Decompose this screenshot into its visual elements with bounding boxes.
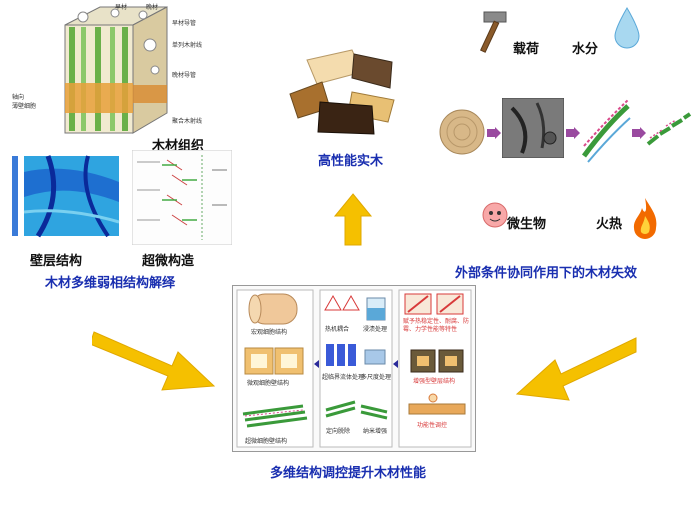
arrow-down-left	[513, 328, 638, 403]
label-axial-parenchyma: 轴向 薄壁细胞	[12, 94, 37, 110]
water-drop-icon	[612, 6, 642, 50]
fire-icon	[630, 196, 660, 240]
properties-label: 赋予热稳定性、耐腐、防霉、力学性能等特性	[403, 318, 470, 333]
hammer-icon	[479, 8, 520, 56]
thermo-coupling-label: 热机耦合	[325, 326, 350, 333]
product-caption: 高性能实木	[318, 154, 384, 169]
arrow-right-icon	[487, 124, 501, 139]
regulation-panel: 宏观细胞结构 微观细胞壁结构 超微细胞壁结构 热机耦合 浸渍处理 超临界流体处理…	[232, 285, 476, 452]
functional-regulation-label: 功能性调控	[417, 422, 448, 429]
multiscale-label: 多尺度处理	[361, 374, 392, 381]
fire-label: 火热	[596, 217, 623, 232]
arrow-right-icon-3	[632, 124, 646, 139]
wood-disc-image	[438, 108, 486, 156]
macro-structure-label: 宏观细胞结构	[251, 329, 288, 336]
supercritical-label: 超临界流体处理	[322, 374, 365, 381]
microbe-label: 微生物	[507, 217, 547, 232]
failure-section-caption: 外部条件协同作用下的木材失效	[455, 266, 638, 281]
arrow-right-icon-2	[566, 124, 580, 139]
water-label: 水分	[572, 42, 599, 57]
up-arrow	[333, 192, 373, 247]
regulation-section-caption: 多维结构调控提升木材性能	[270, 466, 427, 481]
arrow-down-right	[89, 318, 217, 393]
ultra-wall-label: 超微细胞壁结构	[245, 438, 288, 445]
label-latewood: 晚材	[146, 4, 159, 11]
micro-wall-label: 微观细胞壁结构	[247, 380, 290, 387]
label-earlywood-vessel: 早材导管	[172, 20, 197, 27]
load-label: 载荷	[513, 42, 540, 57]
label-aggregate-ray: 聚合木射线	[172, 118, 203, 125]
micro-caption: 超微构造	[142, 254, 195, 269]
solid-wood-products-image	[282, 42, 412, 142]
enhanced-wall-label: 增强型壁层结构	[413, 378, 456, 385]
label-earlywood: 早材	[115, 4, 128, 11]
microbe-icon	[478, 198, 512, 232]
nano-reinforce-label: 纳米增强	[363, 428, 388, 435]
cellulose-failure-diagram	[580, 96, 632, 166]
directional-removal-label: 定向脱除	[326, 428, 351, 435]
structure-section-caption: 木材多维弱相结构解绎	[45, 276, 176, 291]
sem-image	[501, 97, 565, 159]
label-uniseriate-ray: 单列木射线	[172, 42, 203, 49]
wood-block-illustration	[55, 5, 170, 140]
wall-layer-image	[8, 152, 123, 242]
impregnation-label: 浸渍处理	[363, 326, 388, 333]
label-latewood-vessel: 晚材导管	[172, 72, 197, 79]
ultra-micro-diagram	[131, 149, 233, 246]
wall-caption: 壁层结构	[30, 254, 83, 269]
degraded-fiber-diagram	[646, 110, 692, 150]
